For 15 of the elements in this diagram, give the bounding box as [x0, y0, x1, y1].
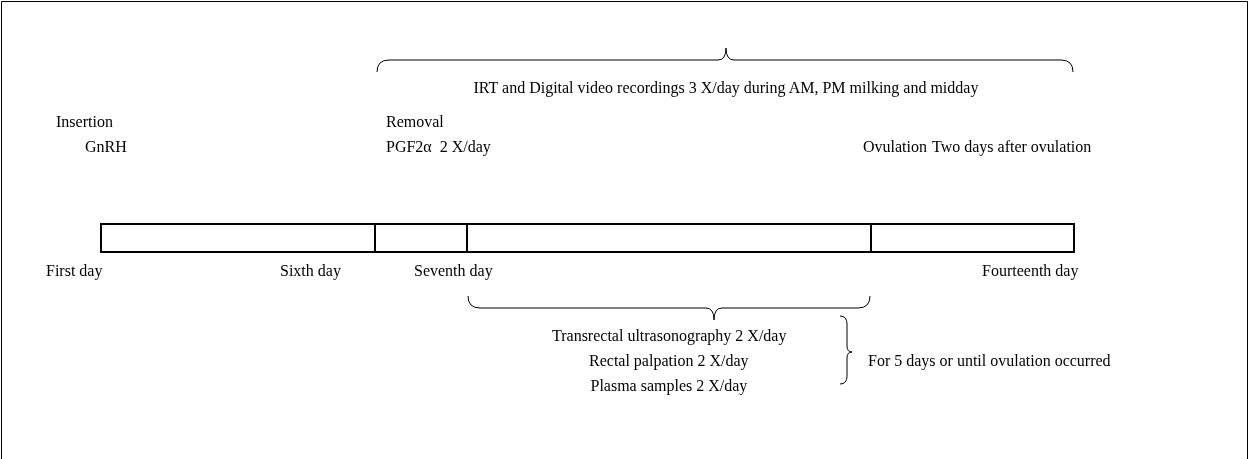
- day-label: First day: [46, 262, 103, 280]
- event-label: PGF2α 2 X/day: [386, 138, 491, 156]
- day-label: Seventh day: [414, 262, 493, 280]
- timeline-heading: IRT and Digital video recordings 3 X/day during AM, PM milking and midday: [473, 79, 979, 97]
- event-label: Removal: [386, 113, 444, 131]
- procedure-label: Transrectal ultrasonography 2 X/day: [552, 327, 787, 345]
- duration-note: For 5 days or until ovulation occurred: [868, 352, 1111, 370]
- procedure-label: Rectal palpation 2 X/day: [589, 352, 749, 370]
- day-label: Sixth day: [280, 262, 341, 280]
- procedure-label: Plasma samples 2 X/day: [590, 377, 748, 395]
- event-label: GnRH: [85, 138, 127, 156]
- day-label: Fourteenth day: [982, 262, 1079, 280]
- event-label: Ovulation: [863, 138, 927, 156]
- event-label: Insertion: [56, 113, 113, 131]
- event-label: Two days after ovulation: [932, 138, 1092, 156]
